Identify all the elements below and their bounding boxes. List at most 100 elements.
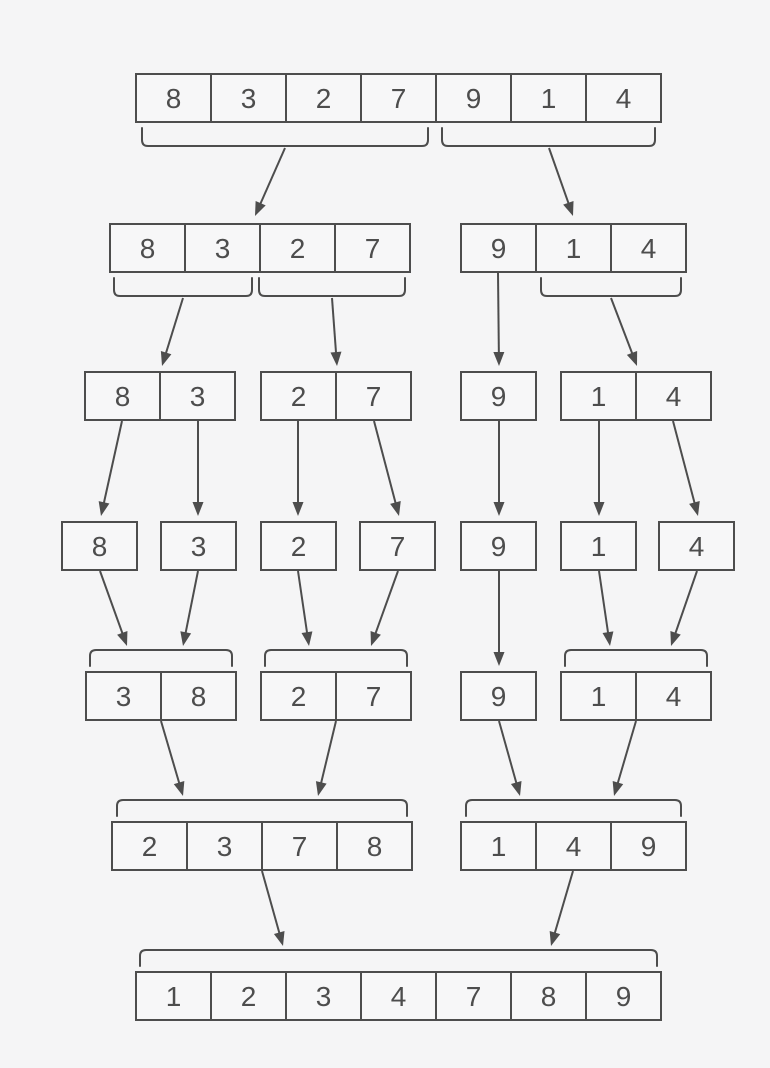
cell-value: 3 [316, 981, 332, 1012]
arrow [315, 720, 337, 796]
arrow-head-icon [315, 781, 327, 796]
arrow-head-icon [255, 200, 266, 216]
array-cell [159, 371, 236, 421]
arrow-head-icon [330, 351, 342, 366]
split-brace [258, 277, 406, 297]
arrow-line [331, 297, 338, 357]
arrow-line [319, 720, 337, 787]
arrow [593, 421, 605, 516]
array-cell [336, 821, 413, 871]
arrow [261, 870, 285, 946]
arrow-head-icon [563, 200, 574, 216]
arrow [255, 147, 286, 216]
arrow-line [615, 720, 637, 787]
cell-value: 4 [566, 831, 582, 862]
cell-value: 4 [391, 981, 407, 1012]
split-brace [113, 277, 253, 297]
merge-brace [465, 799, 682, 817]
arrow-line [160, 720, 182, 787]
cell-value: 9 [491, 381, 507, 412]
array-l4-a: 8 [61, 521, 138, 571]
arrow-line [373, 420, 398, 507]
arrow [330, 297, 342, 366]
cell-value: 2 [291, 681, 307, 712]
arrow-head-icon [160, 351, 172, 366]
array-cell [285, 971, 362, 1021]
cell-value: 2 [290, 233, 306, 264]
cell-value: 2 [142, 831, 158, 862]
cell-value: 7 [366, 381, 382, 412]
array-cell [285, 73, 362, 123]
arrow-line [672, 420, 697, 507]
arrow [549, 870, 574, 946]
array-cell [610, 223, 687, 273]
arrow-line [548, 147, 571, 207]
cell-value: 4 [641, 233, 657, 264]
arrow [548, 147, 574, 216]
array-l6-right: 1 4 9 [460, 821, 687, 871]
cell-value: 3 [191, 531, 207, 562]
cell-value: 9 [641, 831, 657, 862]
cell-value: 8 [140, 233, 156, 264]
arrow-line [297, 570, 309, 637]
arrow-line [163, 297, 184, 357]
cell-value: 9 [616, 981, 632, 1012]
cell-value: 7 [390, 531, 406, 562]
array-l5-c: 9 [460, 671, 537, 721]
cell-value: 1 [566, 233, 582, 264]
array-l4-e: 9 [460, 521, 537, 571]
array-cell [335, 671, 412, 721]
arrow-head-icon [173, 781, 185, 796]
cell-value: 8 [541, 981, 557, 1012]
cell-value: 7 [366, 681, 382, 712]
arrow [180, 570, 199, 646]
array-cell [460, 521, 537, 571]
cell-value: 7 [391, 83, 407, 114]
arrow-line [99, 570, 125, 637]
cell-value: 4 [616, 83, 632, 114]
array-cell [85, 671, 162, 721]
array-cell [585, 971, 662, 1021]
array-cell [84, 371, 161, 421]
cell-value: 4 [666, 381, 682, 412]
cell-value: 1 [491, 831, 507, 862]
arrow-line [498, 720, 519, 787]
arrow [498, 720, 522, 796]
split-brace [141, 127, 429, 147]
arrow [192, 421, 204, 516]
arrow-head-icon [390, 501, 401, 516]
arrow [610, 297, 638, 366]
arrow-line [261, 870, 282, 937]
arrow-line [183, 570, 199, 637]
cell-value: 8 [166, 83, 182, 114]
arrow-head-icon [301, 631, 313, 646]
split-brace [540, 277, 682, 297]
array-cell [460, 671, 537, 721]
arrow-head-icon [98, 501, 110, 516]
array-cell [560, 671, 637, 721]
array-cell [335, 371, 412, 421]
arrow [493, 272, 505, 366]
arrow-line [258, 147, 286, 208]
arrow [598, 570, 614, 646]
arrow-line [497, 272, 500, 357]
arrow-head-icon [493, 502, 505, 516]
arrow [160, 720, 185, 796]
array-cell [210, 971, 287, 1021]
cell-value: 3 [215, 233, 231, 264]
array-l4-g: 4 [658, 521, 735, 571]
cell-value: 8 [115, 381, 131, 412]
array-cell [184, 223, 261, 273]
cell-value: 7 [365, 233, 381, 264]
array-cell [61, 521, 138, 571]
arrow-line [610, 297, 635, 358]
array-cell [535, 223, 612, 273]
